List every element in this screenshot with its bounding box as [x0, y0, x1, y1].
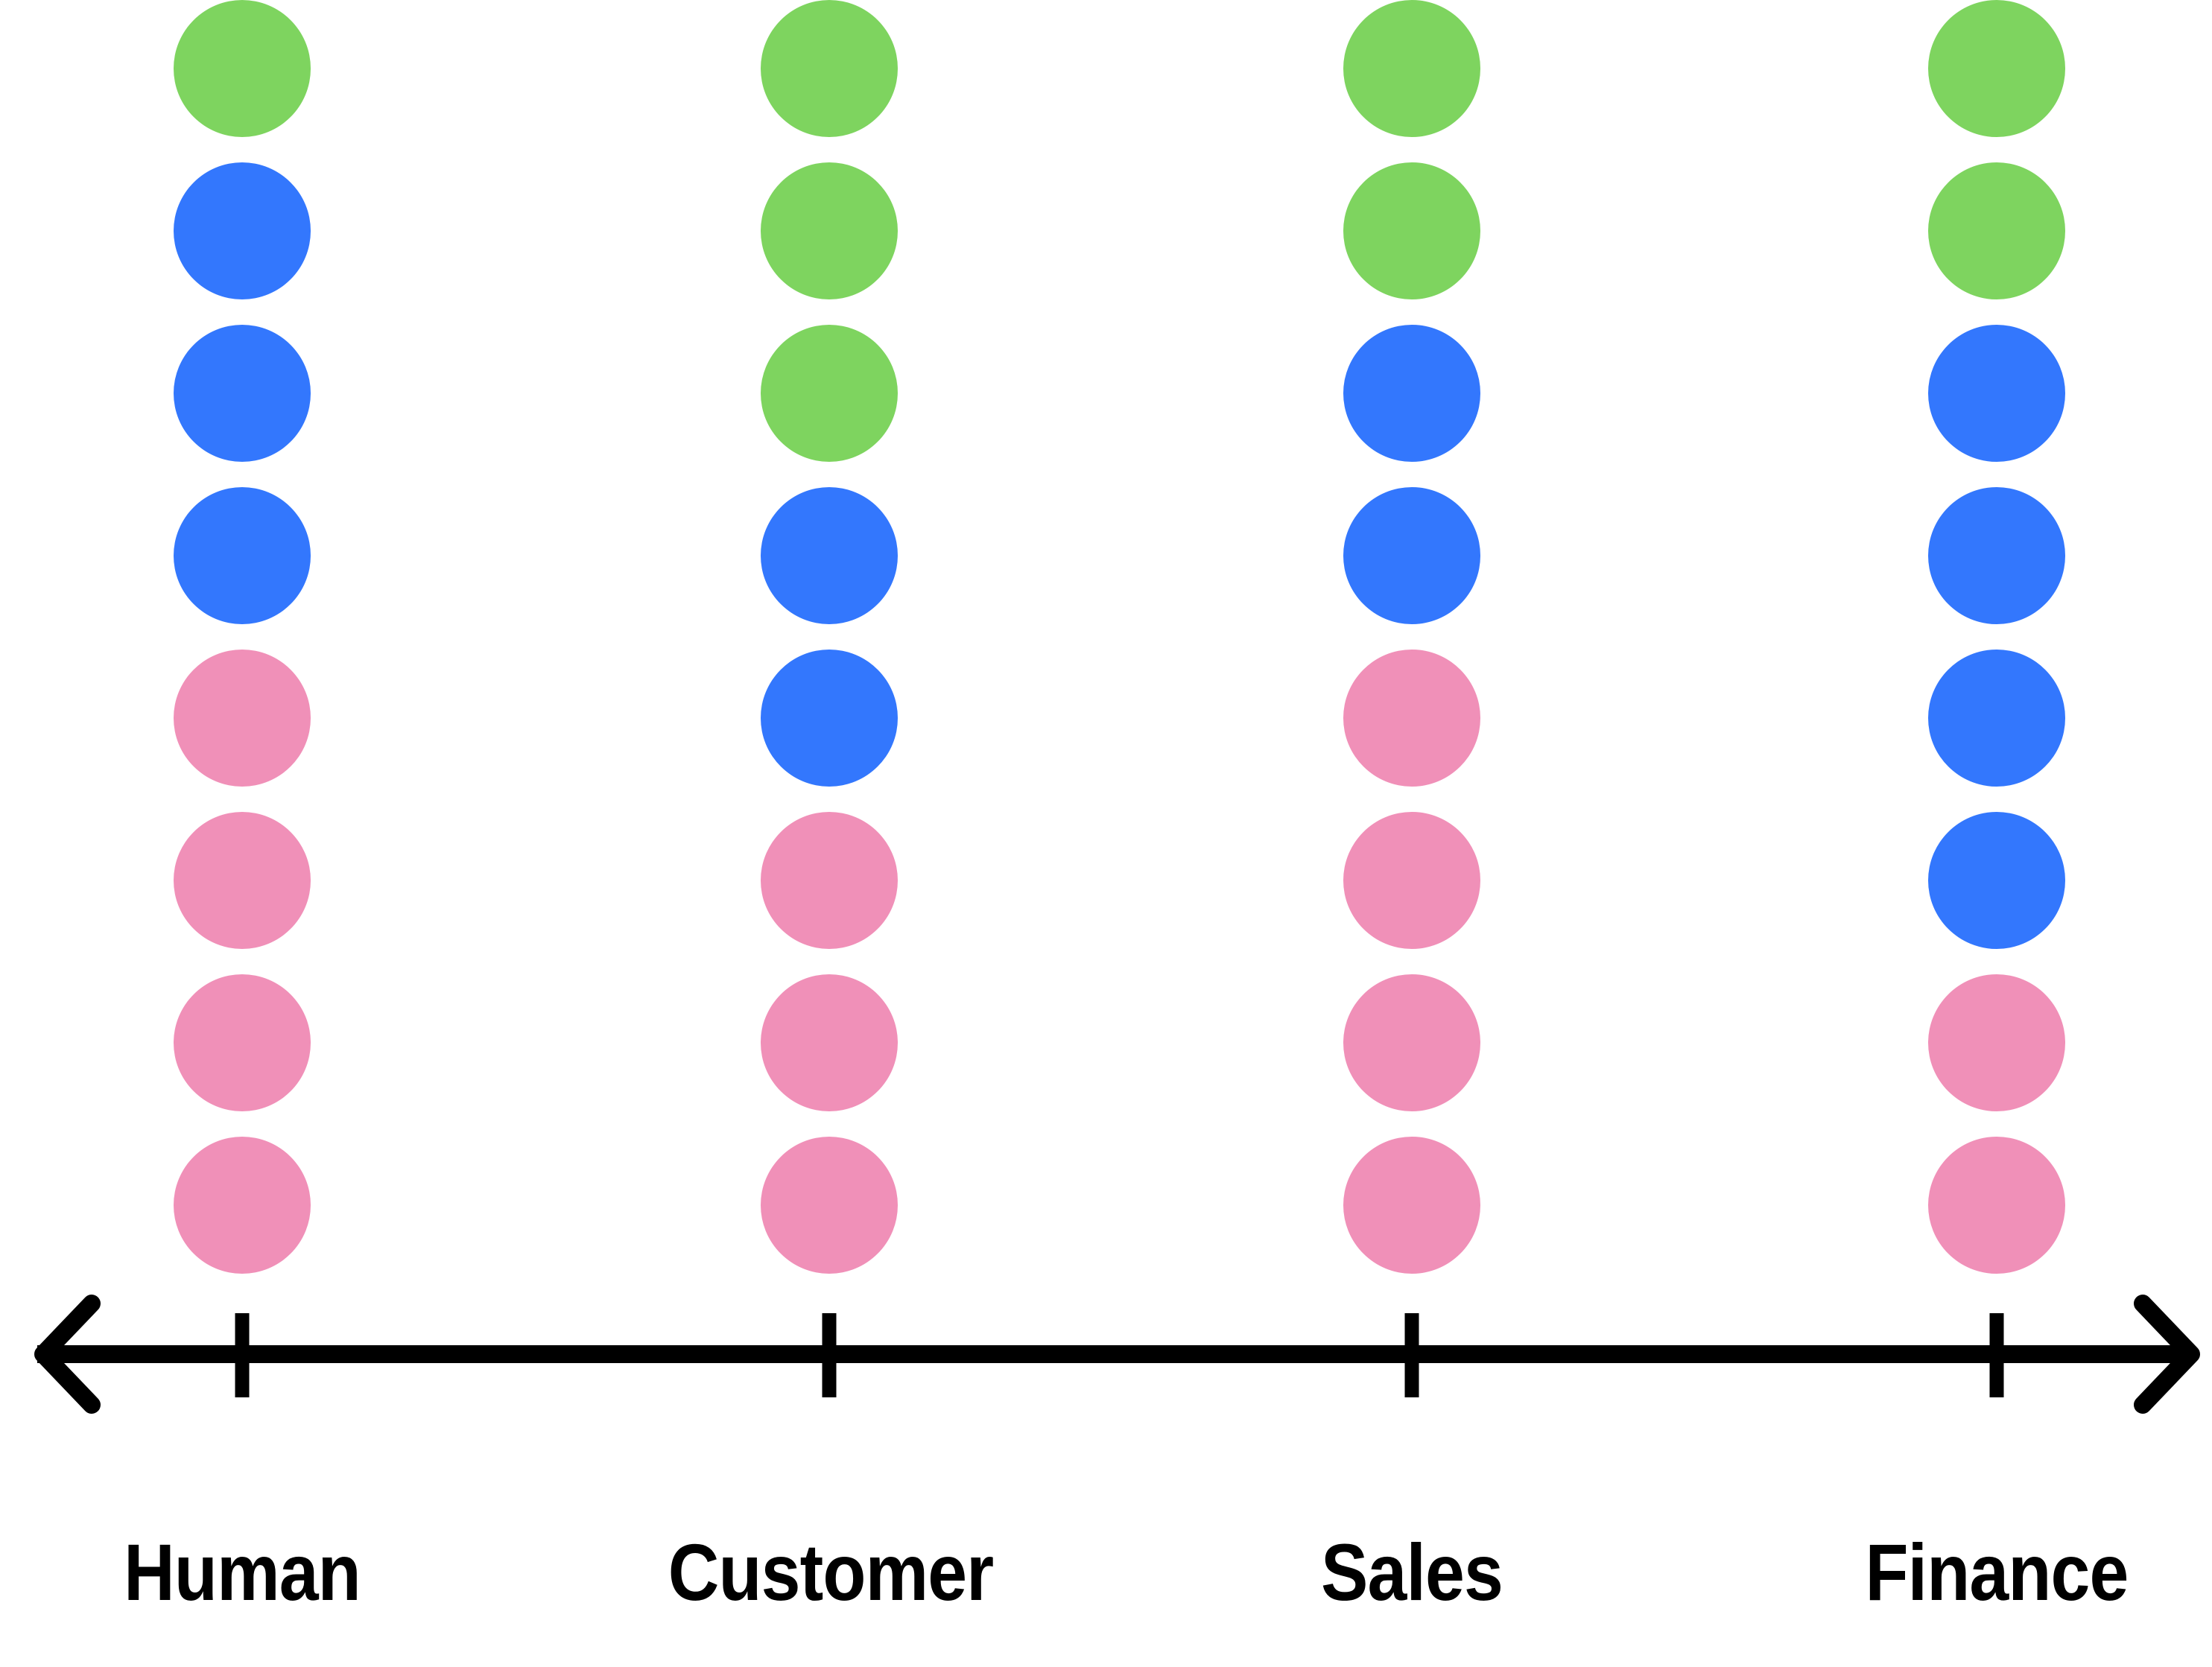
data-dot-green: [1928, 0, 2065, 137]
dot-column-finance: [1928, 0, 2065, 1274]
data-dot-green: [1928, 162, 2065, 299]
data-dot-blue: [1343, 487, 1480, 624]
axis-label-line-1: Customer: [668, 1526, 994, 1617]
data-dot-pink: [1343, 974, 1480, 1111]
data-dot-green: [761, 162, 898, 299]
dot-column-customer-service: [761, 0, 898, 1274]
data-dot-pink: [1928, 1137, 2065, 1274]
axis-label-line-1: Finance: [1865, 1526, 2129, 1617]
data-dot-pink: [1343, 650, 1480, 787]
data-dot-blue: [1928, 812, 2065, 949]
axis-label-sales: Sales: [1199, 1438, 1625, 1667]
axis-label-human-resources: Human resources: [29, 1438, 455, 1667]
data-dot-green: [761, 325, 898, 462]
data-dot-pink: [174, 812, 311, 949]
data-dot-pink: [1343, 812, 1480, 949]
data-dot-green: [761, 0, 898, 137]
data-dot-blue: [174, 487, 311, 624]
axis-arrow-left: [34, 1295, 101, 1414]
data-dot-pink: [1928, 974, 2065, 1111]
data-dot-pink: [174, 650, 311, 787]
data-dot-pink: [761, 812, 898, 949]
data-dot-blue: [1928, 650, 2065, 787]
dot-column-human-resources: [174, 0, 311, 1274]
data-dot-blue: [761, 650, 898, 787]
axis-label-line-1: Sales: [1321, 1526, 1503, 1617]
data-dot-green: [1343, 162, 1480, 299]
data-dot-green: [174, 0, 311, 137]
data-dot-pink: [761, 1137, 898, 1274]
data-dot-blue: [174, 325, 311, 462]
data-dot-pink: [1343, 1137, 1480, 1274]
data-dot-pink: [174, 1137, 311, 1274]
data-dot-blue: [1928, 325, 2065, 462]
axis-label-line-1: Human: [124, 1526, 361, 1617]
axis-label-finance: Finance: [1784, 1438, 2210, 1667]
data-dot-pink: [761, 974, 898, 1111]
data-dot-pink: [174, 974, 311, 1111]
data-dot-blue: [174, 162, 311, 299]
data-dot-blue: [1928, 487, 2065, 624]
data-dot-blue: [1343, 325, 1480, 462]
axis-arrow-right: [2134, 1295, 2200, 1414]
data-dot-blue: [761, 487, 898, 624]
data-dot-green: [1343, 0, 1480, 137]
dot-column-sales: [1343, 0, 1480, 1274]
axis-label-customer-service: Customer service: [618, 1438, 1044, 1667]
